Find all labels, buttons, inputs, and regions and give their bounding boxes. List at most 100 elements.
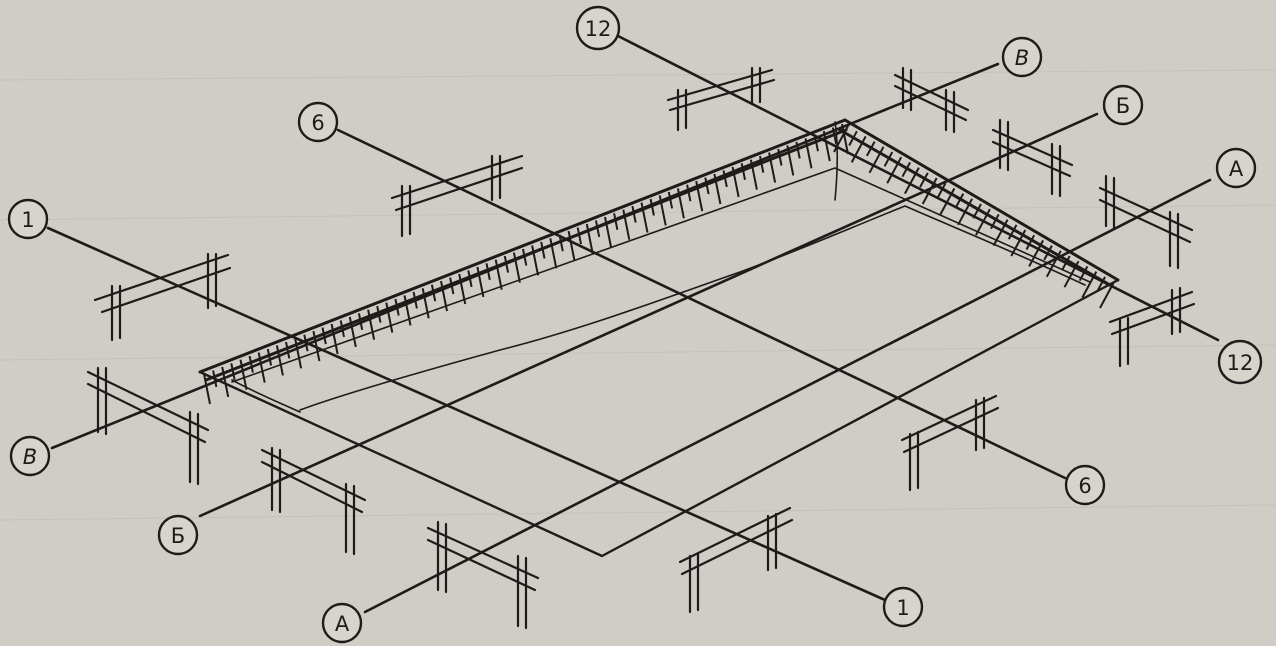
batter-board-12-top [666, 66, 776, 132]
batter-board-v-top [893, 66, 970, 134]
slope-hatch-stroke [476, 266, 485, 298]
axis-label-12-top: 12 [585, 17, 612, 41]
slope-hatch-stroke [904, 167, 920, 195]
batter-boards [86, 66, 1196, 630]
axis-badge-1-right: 1 [882, 586, 924, 628]
slope-hatch-stroke [522, 248, 528, 266]
axis-badge-b-left: Б [157, 514, 199, 556]
slope-hatch-stroke [467, 270, 473, 288]
slope-hatch-stroke [266, 348, 273, 366]
axis-badge-v-top: В [1001, 36, 1043, 78]
batter-board-a-left [426, 520, 540, 630]
slope-hatch-stroke [303, 334, 309, 352]
slope-hatch-stroke [567, 230, 576, 262]
slope-hatch-stroke [394, 298, 400, 316]
axis-label-v-top: В [1015, 46, 1029, 70]
batter-board-1-left [93, 252, 232, 342]
slope-hatch-stroke [713, 173, 722, 205]
slope-hatch-stroke [676, 188, 685, 219]
slope-hatch-stroke [1096, 276, 1106, 292]
batter-board-1-right [678, 506, 794, 614]
axis-label-a-left: А [335, 612, 350, 636]
slope-hatch-stroke [804, 138, 813, 169]
slope-hatch-stroke [540, 241, 546, 259]
slope-hatch-stroke [768, 152, 777, 183]
slope-hatch-stroke [695, 180, 704, 212]
slope-hatch-stroke [485, 263, 491, 280]
slope-hatch-stroke [1099, 281, 1115, 309]
axis-label-a-right: А [1229, 157, 1244, 181]
slope-hatch-stroke [339, 320, 345, 338]
slope-hatch-stroke [503, 255, 510, 273]
slope-hatch-stroke [1078, 265, 1089, 282]
pit-outline [198, 118, 1120, 558]
slope-hatch-stroke [230, 363, 236, 380]
slope-hatch-stroke [458, 273, 467, 305]
axis-line-1 [46, 226, 887, 602]
slope-hatch-stroke [1007, 224, 1018, 240]
axis-badge-a-right: А [1215, 147, 1257, 189]
axis-label-12-right: 12 [1227, 351, 1254, 375]
slope-hatch-stroke [886, 156, 903, 184]
slope-hatch-stroke [357, 313, 364, 330]
slope-hatch-stroke [531, 245, 540, 276]
slope-hatch-stroke [421, 288, 430, 319]
axis-badge-1-left: 1 [7, 198, 49, 240]
axis-badge-12-right: 12 [1217, 339, 1263, 385]
slope-hatch-stroke [585, 223, 594, 255]
slope-hatch-stroke [868, 146, 885, 174]
slope-hatch-stroke [936, 182, 947, 198]
slope-hatch-stroke [850, 135, 867, 163]
axis-badge-6-right: 6 [1064, 464, 1106, 506]
batter-board-b-right [991, 118, 1074, 198]
slope-hatch-stroke [972, 203, 982, 219]
slope-hatch-stroke [921, 177, 938, 205]
slope-hatch-stroke [403, 295, 412, 326]
slope-hatch-stroke [212, 370, 218, 388]
axis-label-6-left: 6 [311, 111, 324, 135]
slope-hatch-stroke [321, 327, 327, 345]
slope-hatch-stroke [558, 234, 564, 252]
batter-board-6-right [900, 394, 1000, 492]
axis-badge-12-top: 12 [575, 5, 621, 51]
axis-badge-a-left: А [321, 602, 363, 644]
slope-hatch-stroke [919, 172, 929, 188]
slope-hatch-stroke [731, 166, 740, 198]
slope-hatch-stroke [512, 252, 521, 283]
slope-hatch-stroke [248, 355, 254, 373]
slope-hatch-stroke [412, 291, 418, 309]
axis-line-a [363, 178, 1212, 614]
slope-hatch-stroke [622, 209, 631, 240]
slope-hatch-stroke [954, 193, 965, 209]
axis-line-b [198, 112, 1099, 518]
slope-hatch-stroke [990, 213, 1000, 230]
slope-hatch-stroke [749, 159, 758, 190]
axis-badge-b-right: Б [1102, 84, 1144, 126]
slope-hatch-stroke [640, 202, 649, 233]
batter-board-v-left [86, 366, 210, 486]
slope-hatch-stroke [604, 216, 612, 248]
slope-band [198, 118, 1120, 382]
axis-label-b-right: Б [1116, 94, 1130, 118]
slope-hatch-stroke [430, 284, 437, 302]
axis-badge-v-left: В [9, 435, 51, 477]
paper-texture [0, 69, 1276, 521]
slope-hatch-stroke [549, 238, 558, 269]
batter-board-a-right [1098, 174, 1194, 270]
slope-hatch-stroke [841, 123, 849, 155]
slope-hatch-stroke [1043, 245, 1053, 261]
slope-hatch-stroke [376, 305, 382, 323]
slope-hatch-stroke [822, 130, 831, 162]
slope-hatch-stroke [449, 277, 455, 295]
slope-hatch-stroke [440, 280, 448, 312]
slope-hatch-stroke [494, 259, 503, 290]
axis-line-6 [336, 128, 1067, 480]
batter-board-6-left [390, 154, 524, 238]
slope-hatch-stroke [786, 145, 795, 176]
slope-hatch-stroke [285, 341, 291, 359]
slope-hatch-stroke [1025, 234, 1036, 250]
batter-board-b-left [260, 446, 367, 556]
slope-hatch-stroke [576, 227, 582, 245]
axis-label-1-left: 1 [21, 208, 34, 232]
